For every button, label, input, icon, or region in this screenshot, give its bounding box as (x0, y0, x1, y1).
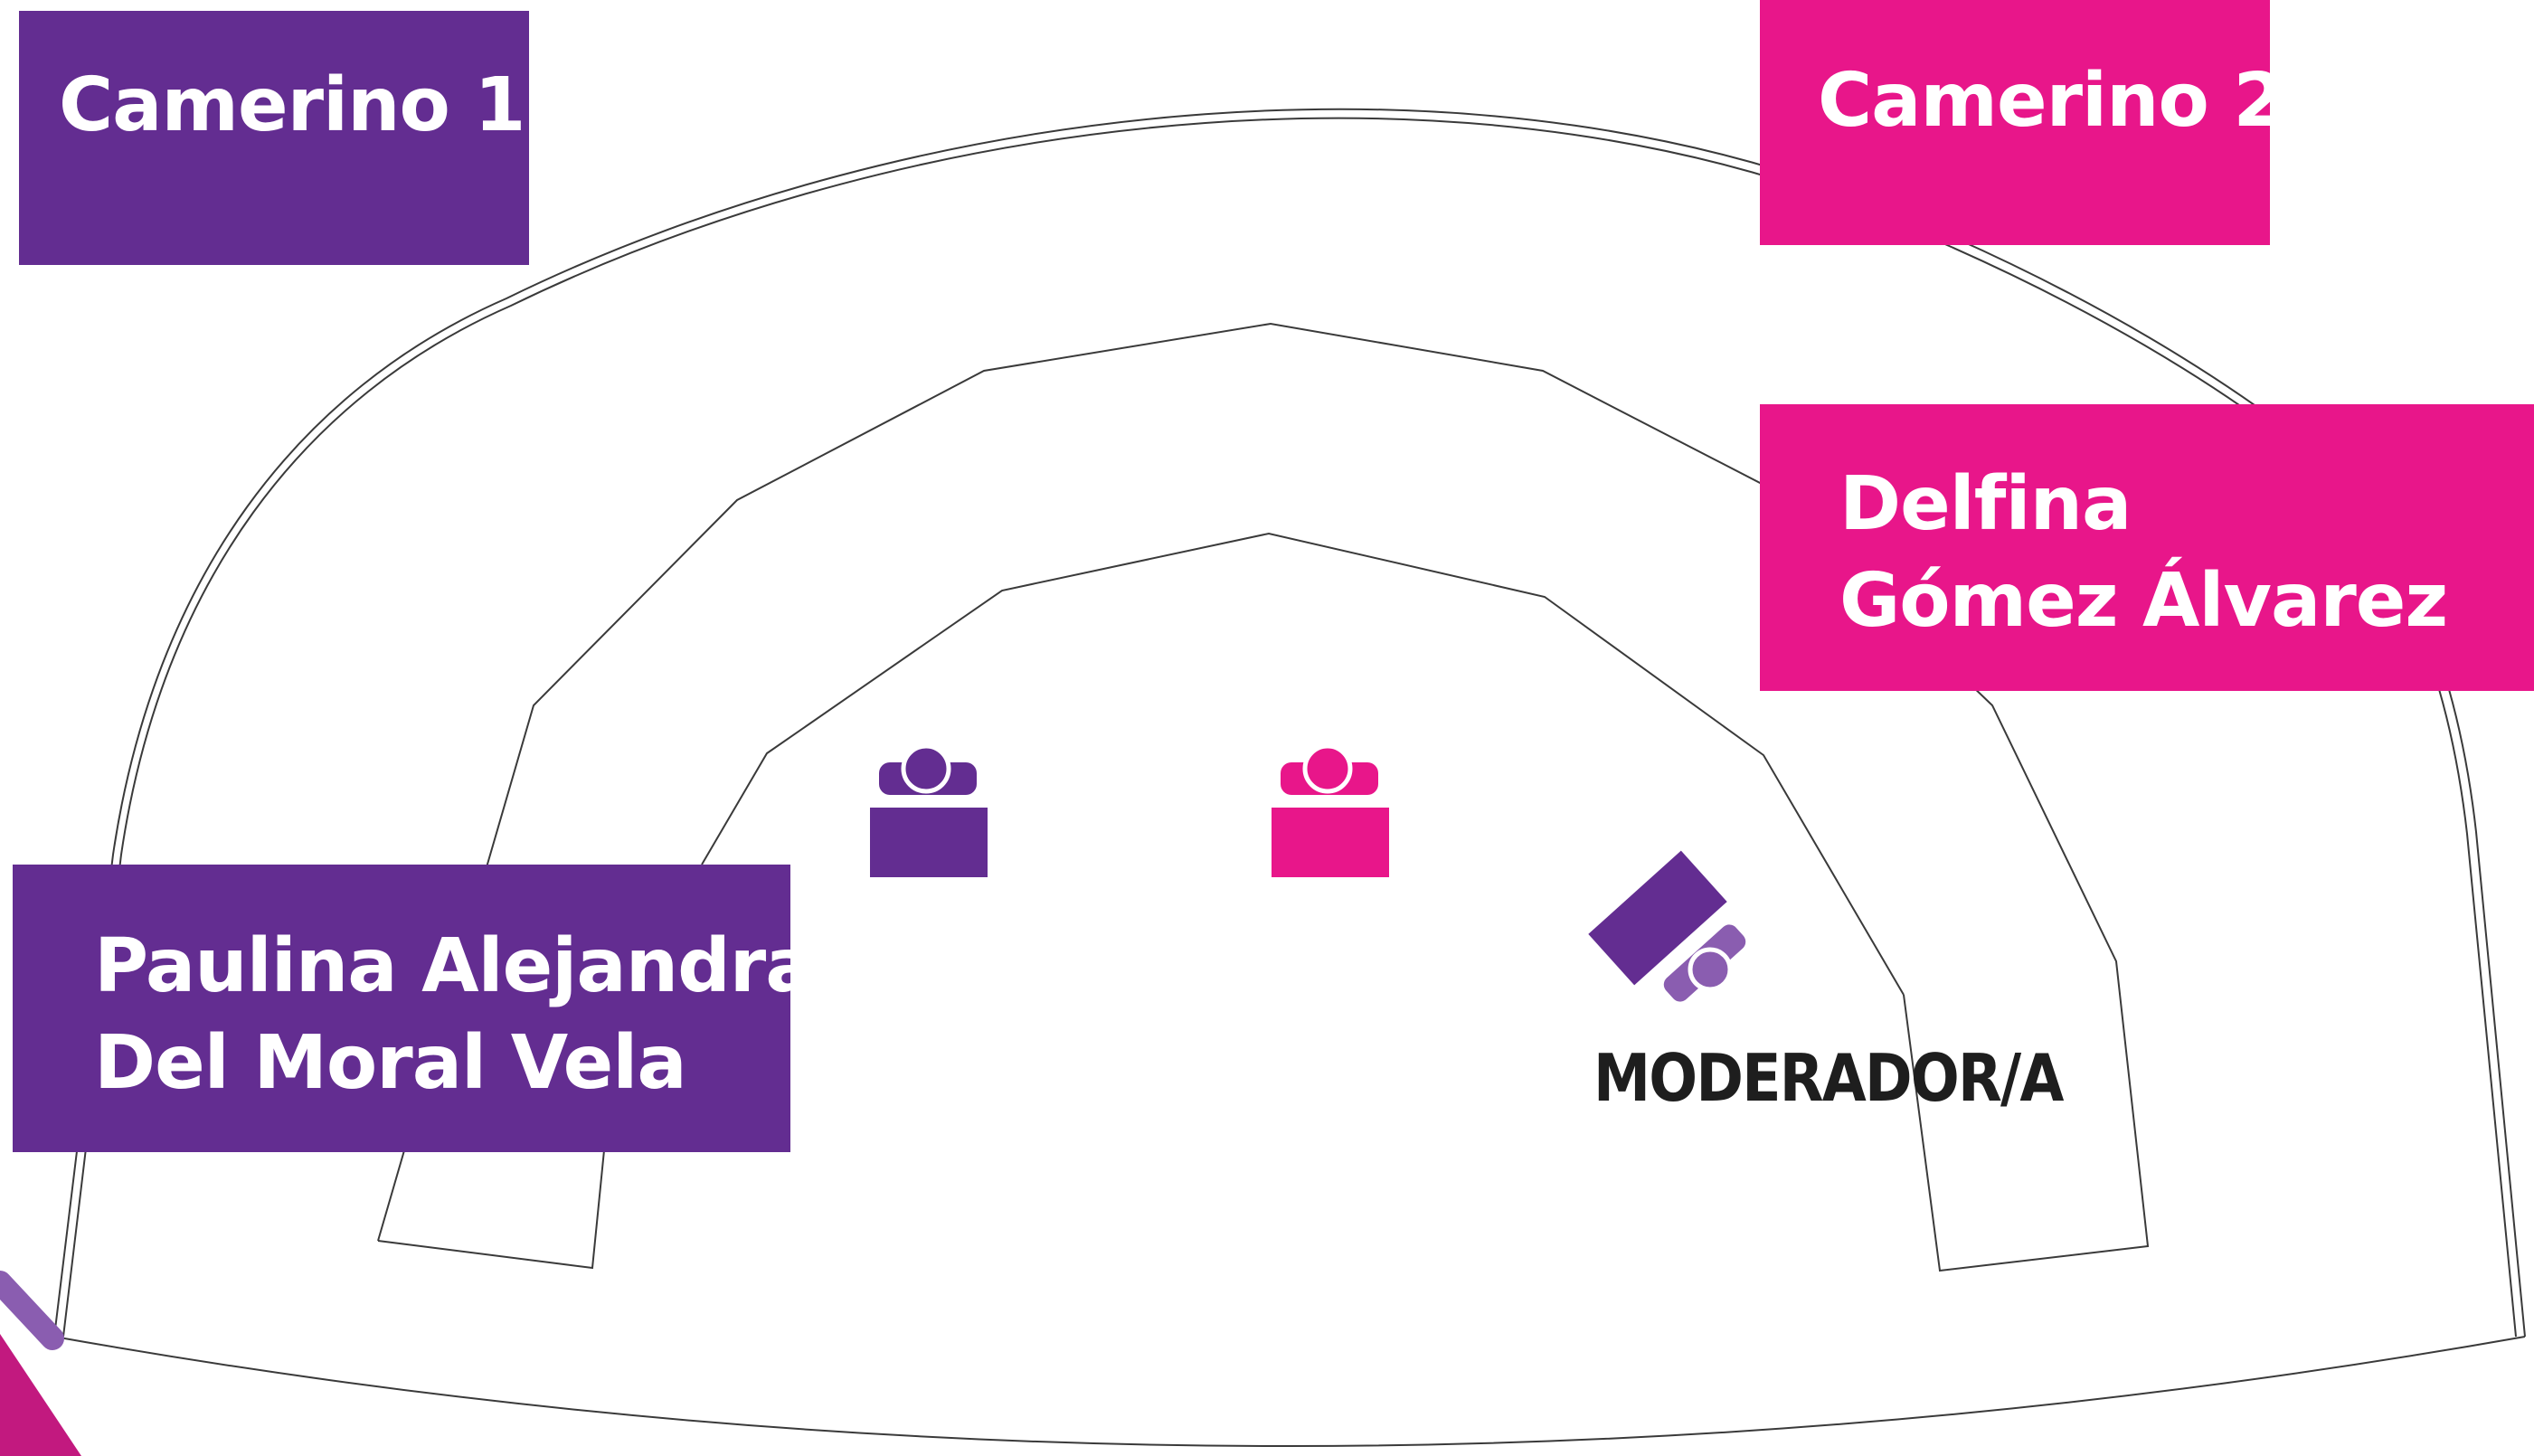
corner-accent-triangle (0, 1334, 81, 1456)
moderator-desk-icon (1588, 850, 1746, 1002)
podium-right-icon (1272, 743, 1389, 877)
podium-left-icon (870, 743, 988, 877)
candidate-right-label: Delfina Gómez Álvarez (1760, 404, 2534, 691)
middle-platform-outline (377, 322, 2150, 1272)
candidate-right-name-line1: Delfina (1839, 461, 2132, 547)
camerino-2-text: Camerino 2 (1818, 58, 2284, 144)
candidate-right-name-line2: Gómez Álvarez (1839, 557, 2448, 644)
camerino-1-label: Camerino 1 (19, 11, 529, 265)
camerino-1-text: Camerino 1 (59, 62, 525, 148)
candidate-left-name-line2: Del Moral Vela (94, 1019, 687, 1106)
candidate-left-name-line1: Paulina Alejandra (94, 923, 816, 1009)
moderator-label: MODERADOR/A (1593, 1040, 2064, 1116)
stage-outer-wall (53, 108, 2526, 1338)
stage-outer-wall-inner (62, 117, 2517, 1338)
candidate-left-label: Paulina Alejandra Del Moral Vela (13, 865, 816, 1152)
stage-front-edge (53, 1336, 2526, 1447)
inner-platform-outline (701, 532, 1905, 996)
middle-platform-left-leg (377, 1149, 605, 1270)
corner-accent-bar (0, 1271, 64, 1350)
camerino-2-label: Camerino 2 (1760, 0, 2284, 245)
